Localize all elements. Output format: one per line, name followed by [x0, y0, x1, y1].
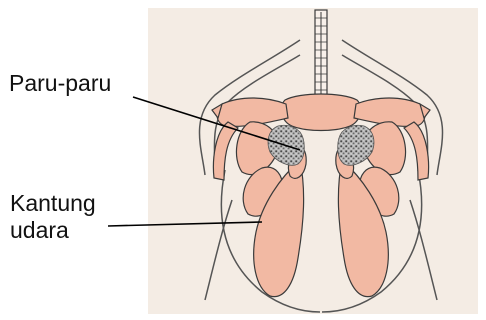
- air-sacs-label-line1: Kantung: [10, 190, 96, 217]
- air-sacs-label-line2: udara: [10, 217, 96, 244]
- air-sacs-label: Kantung udara: [10, 190, 96, 244]
- lungs-label: Paru-paru: [9, 70, 111, 97]
- trachea: [315, 10, 327, 102]
